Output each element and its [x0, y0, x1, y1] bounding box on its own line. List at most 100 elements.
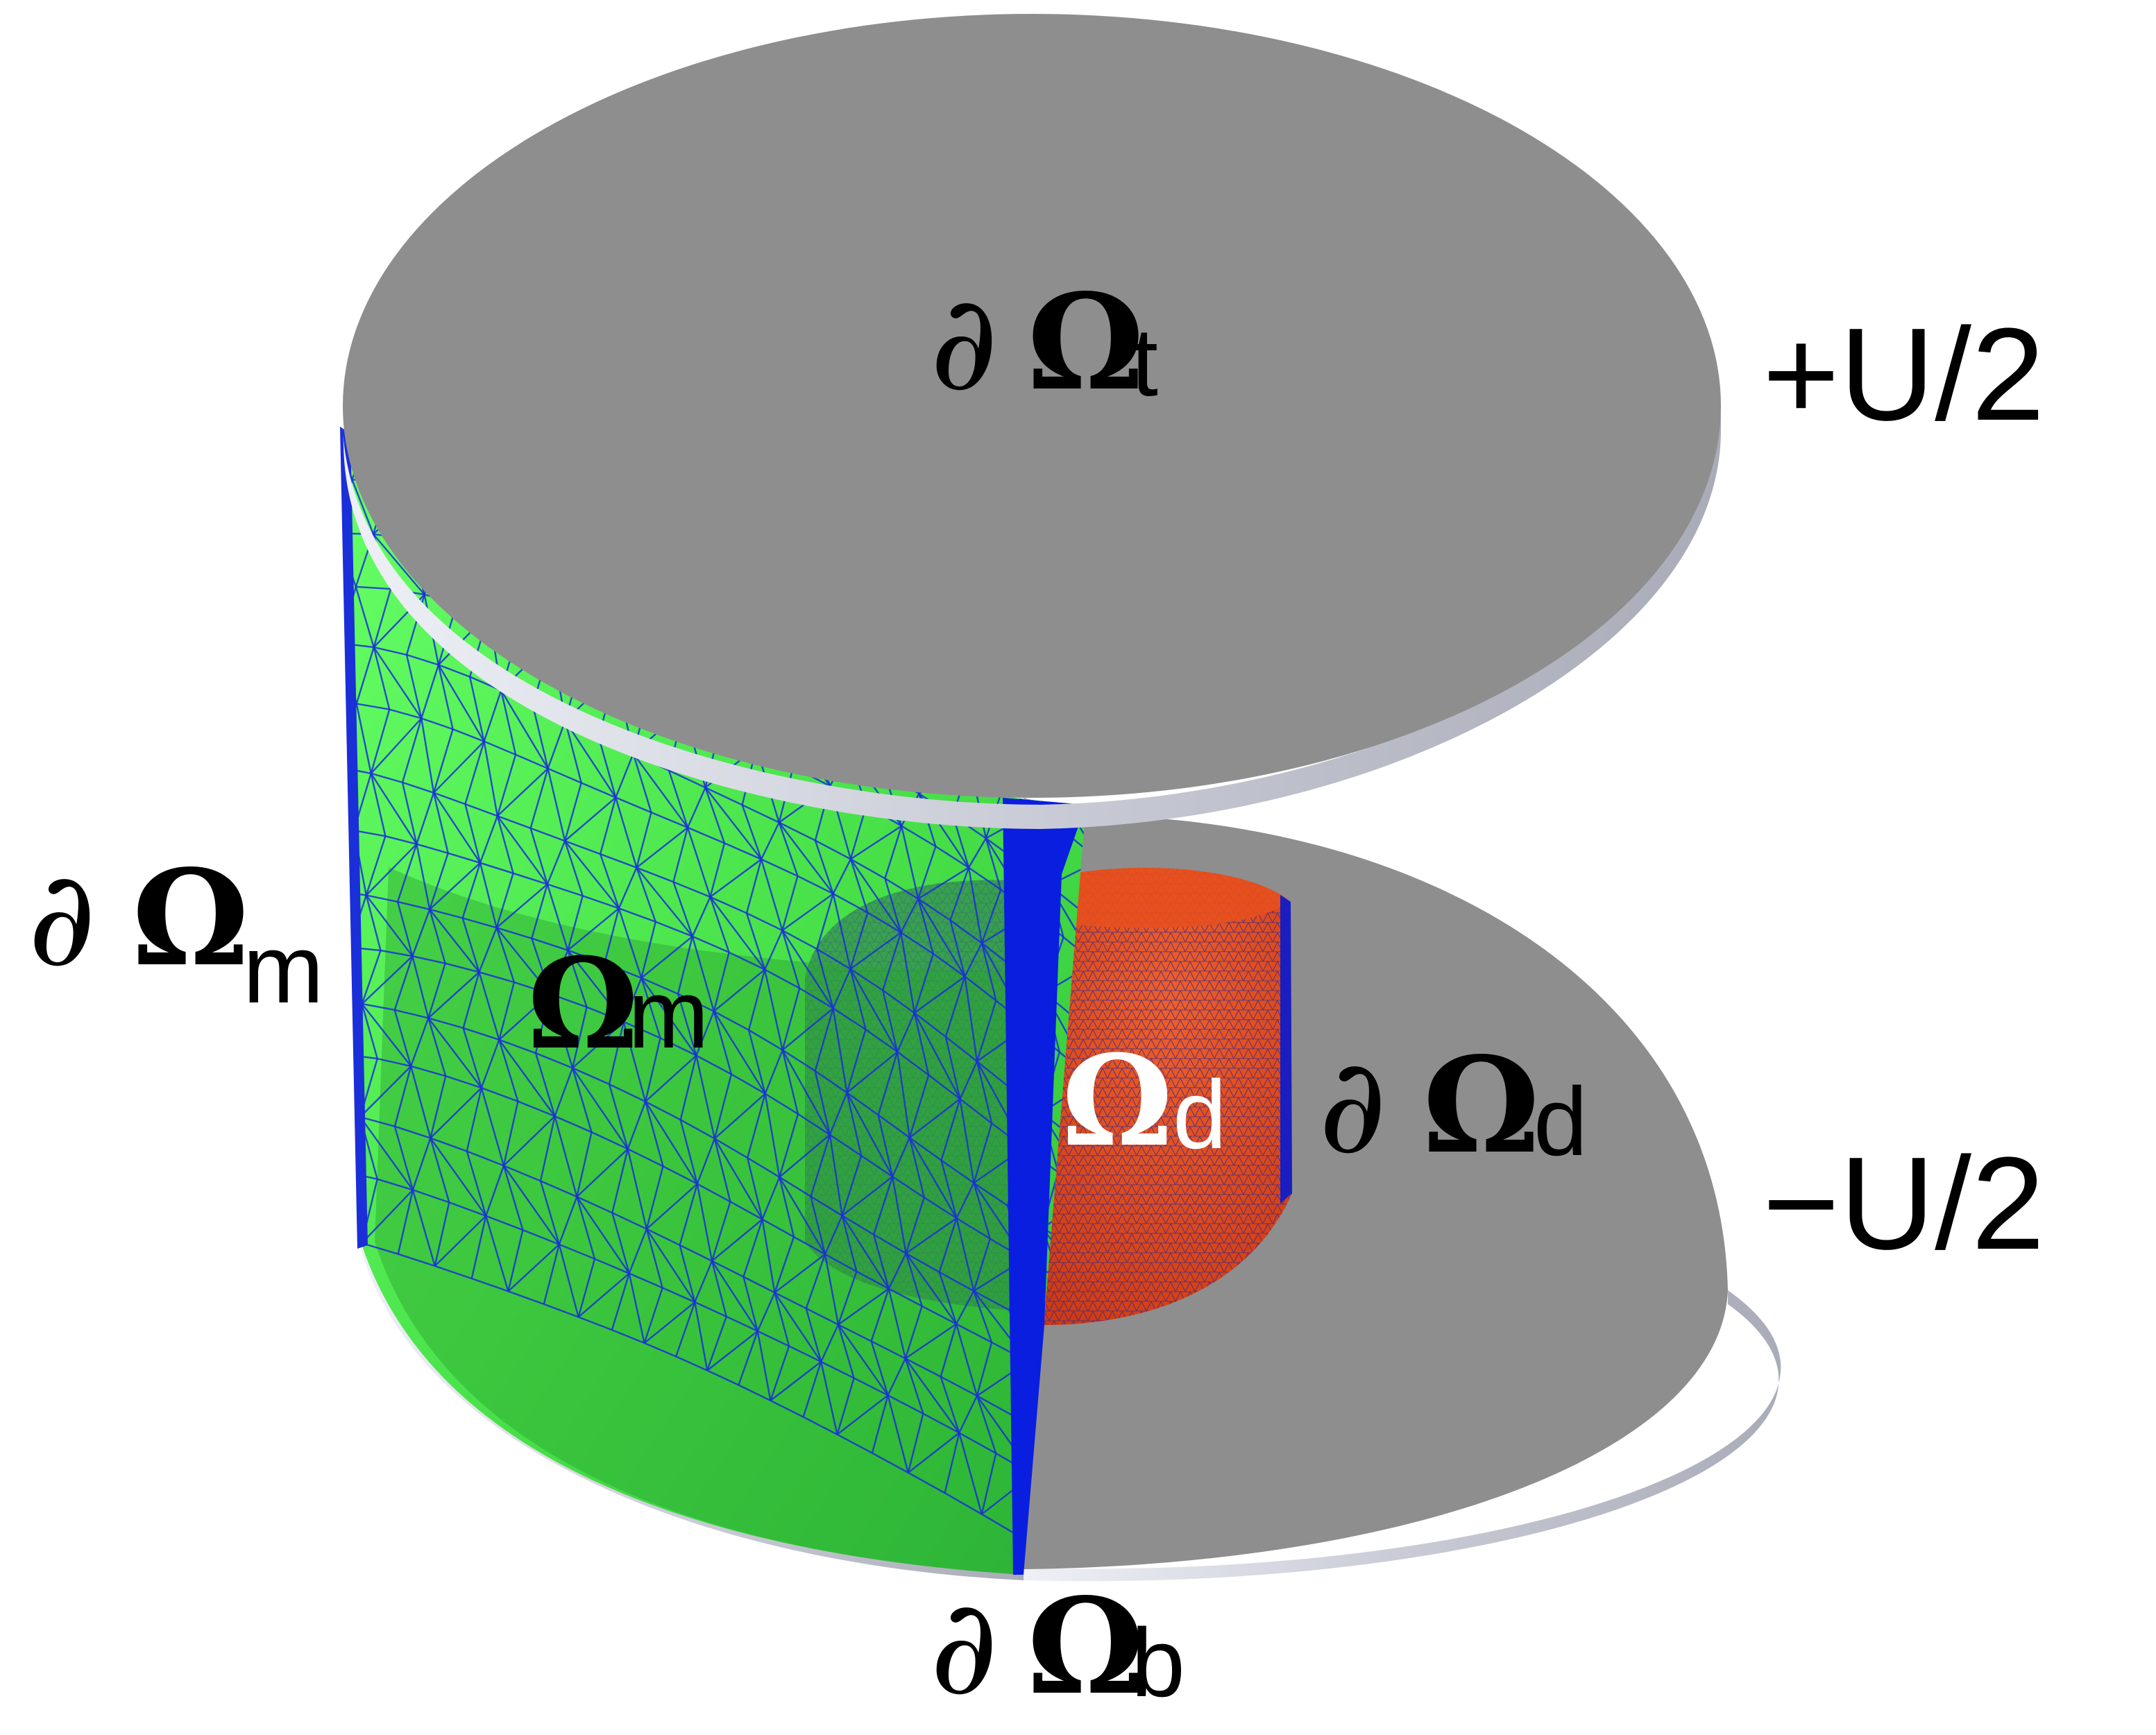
- mesh-edge: [677, 993, 697, 1056]
- mesh-edge: [747, 1093, 766, 1159]
- mesh-edge: [781, 930, 801, 989]
- mesh-edge: [741, 804, 763, 860]
- mesh-edge: [793, 1236, 826, 1255]
- mesh-edge: [867, 912, 901, 934]
- mesh-edge: [938, 1272, 958, 1324]
- mesh-edge: [940, 1324, 958, 1377]
- mesh-edge: [643, 1288, 663, 1344]
- mesh-edge: [448, 852, 481, 864]
- mesh-edge: [973, 1122, 993, 1183]
- mesh-edge: [832, 894, 851, 970]
- mesh-edge: [359, 1066, 412, 1118]
- mesh-edge: [967, 867, 983, 943]
- mesh-edge: [515, 753, 549, 769]
- mesh-edge: [694, 1260, 713, 1303]
- mesh-edge: [507, 1243, 560, 1292]
- mesh-edge: [405, 654, 423, 719]
- mesh-edge: [704, 787, 763, 860]
- mesh-edge: [846, 1092, 863, 1156]
- mesh-edge: [692, 935, 730, 953]
- mesh-edge: [955, 1324, 978, 1396]
- mesh-edge: [949, 920, 966, 977]
- mesh-edge: [377, 1057, 411, 1068]
- mesh-edge: [956, 1182, 975, 1219]
- mesh-edge: [394, 1125, 431, 1139]
- mesh-edge: [644, 1342, 677, 1358]
- mesh-edge: [904, 1306, 923, 1359]
- mesh-edge: [548, 767, 582, 784]
- mesh-edge: [901, 826, 919, 899]
- mesh-edge: [355, 586, 391, 590]
- mesh-edge: [905, 1358, 942, 1378]
- mesh-edge: [461, 918, 480, 973]
- mesh-edge: [824, 1215, 843, 1255]
- mesh-edge: [421, 665, 440, 719]
- mesh-edge: [738, 1331, 758, 1385]
- mesh-edge: [627, 1101, 647, 1149]
- mesh-edge: [479, 862, 498, 928]
- mesh-edge: [677, 993, 715, 1012]
- mesh-edge: [485, 1215, 509, 1292]
- mesh-edge: [695, 1055, 715, 1139]
- mesh-edge: [411, 909, 431, 957]
- mesh-edge: [922, 1412, 960, 1434]
- mesh-edge: [761, 822, 780, 860]
- mesh-edge: [640, 977, 697, 1057]
- mesh-edge: [976, 1061, 993, 1124]
- mesh-edge: [764, 1050, 783, 1095]
- mesh-edge: [554, 1115, 592, 1134]
- mesh-edge: [353, 829, 386, 837]
- mesh-edge: [576, 1196, 630, 1274]
- mesh-edge: [985, 838, 1002, 890]
- mesh-edge: [485, 1215, 523, 1231]
- mesh-edge: [522, 1229, 560, 1245]
- mesh-edge: [686, 827, 711, 898]
- mesh-edge: [949, 919, 983, 944]
- mesh-edge: [900, 932, 915, 1014]
- mesh-edge: [563, 840, 584, 896]
- top-electrode-surface: [343, 14, 1721, 798]
- mesh-edge: [837, 1271, 858, 1325]
- mesh-edge: [958, 1432, 996, 1454]
- mesh-edge: [438, 664, 470, 678]
- mesh-edge: [461, 862, 482, 918]
- mesh-edge: [361, 1003, 378, 1059]
- mesh-edge: [709, 858, 762, 898]
- mesh-edge: [917, 846, 937, 899]
- mesh-edge: [781, 875, 799, 931]
- mesh-edge: [770, 1360, 822, 1401]
- mesh-edge: [814, 840, 834, 894]
- mesh-edge: [774, 1236, 795, 1293]
- mesh-edge: [362, 1002, 395, 1011]
- mesh-edge: [558, 1244, 579, 1317]
- mesh-edge: [774, 1292, 790, 1347]
- mesh-edge: [645, 1101, 698, 1185]
- mesh-edge: [924, 1197, 958, 1220]
- mesh-edge: [464, 803, 498, 817]
- mesh-edge: [981, 943, 997, 1001]
- mesh-edge: [724, 842, 762, 860]
- mesh-edge: [412, 1189, 450, 1204]
- mesh-edge: [495, 927, 516, 983]
- mesh-edge: [695, 1054, 732, 1075]
- mesh-edge: [706, 1330, 758, 1371]
- mesh-edge: [810, 1196, 826, 1255]
- mesh-edge: [888, 1288, 923, 1307]
- mesh-edge: [877, 1114, 910, 1138]
- label-bottom-potential: −U/2: [1763, 1130, 2045, 1277]
- mesh-edge: [917, 898, 935, 955]
- mesh-edge: [914, 975, 966, 1014]
- mesh-edge: [935, 846, 969, 869]
- mesh-edge: [695, 1011, 715, 1056]
- mesh-edge: [904, 1358, 924, 1415]
- mesh-edge: [576, 1131, 593, 1197]
- mesh-edge: [396, 901, 414, 957]
- mesh-edge: [679, 1245, 696, 1303]
- mesh-edge: [877, 1115, 894, 1177]
- mesh-edge: [393, 1126, 414, 1190]
- mesh-edge: [660, 1037, 697, 1057]
- mesh-edge: [484, 740, 516, 755]
- mesh-edge: [973, 1290, 993, 1343]
- mesh-edge: [496, 927, 532, 939]
- mesh-edge: [820, 1361, 838, 1435]
